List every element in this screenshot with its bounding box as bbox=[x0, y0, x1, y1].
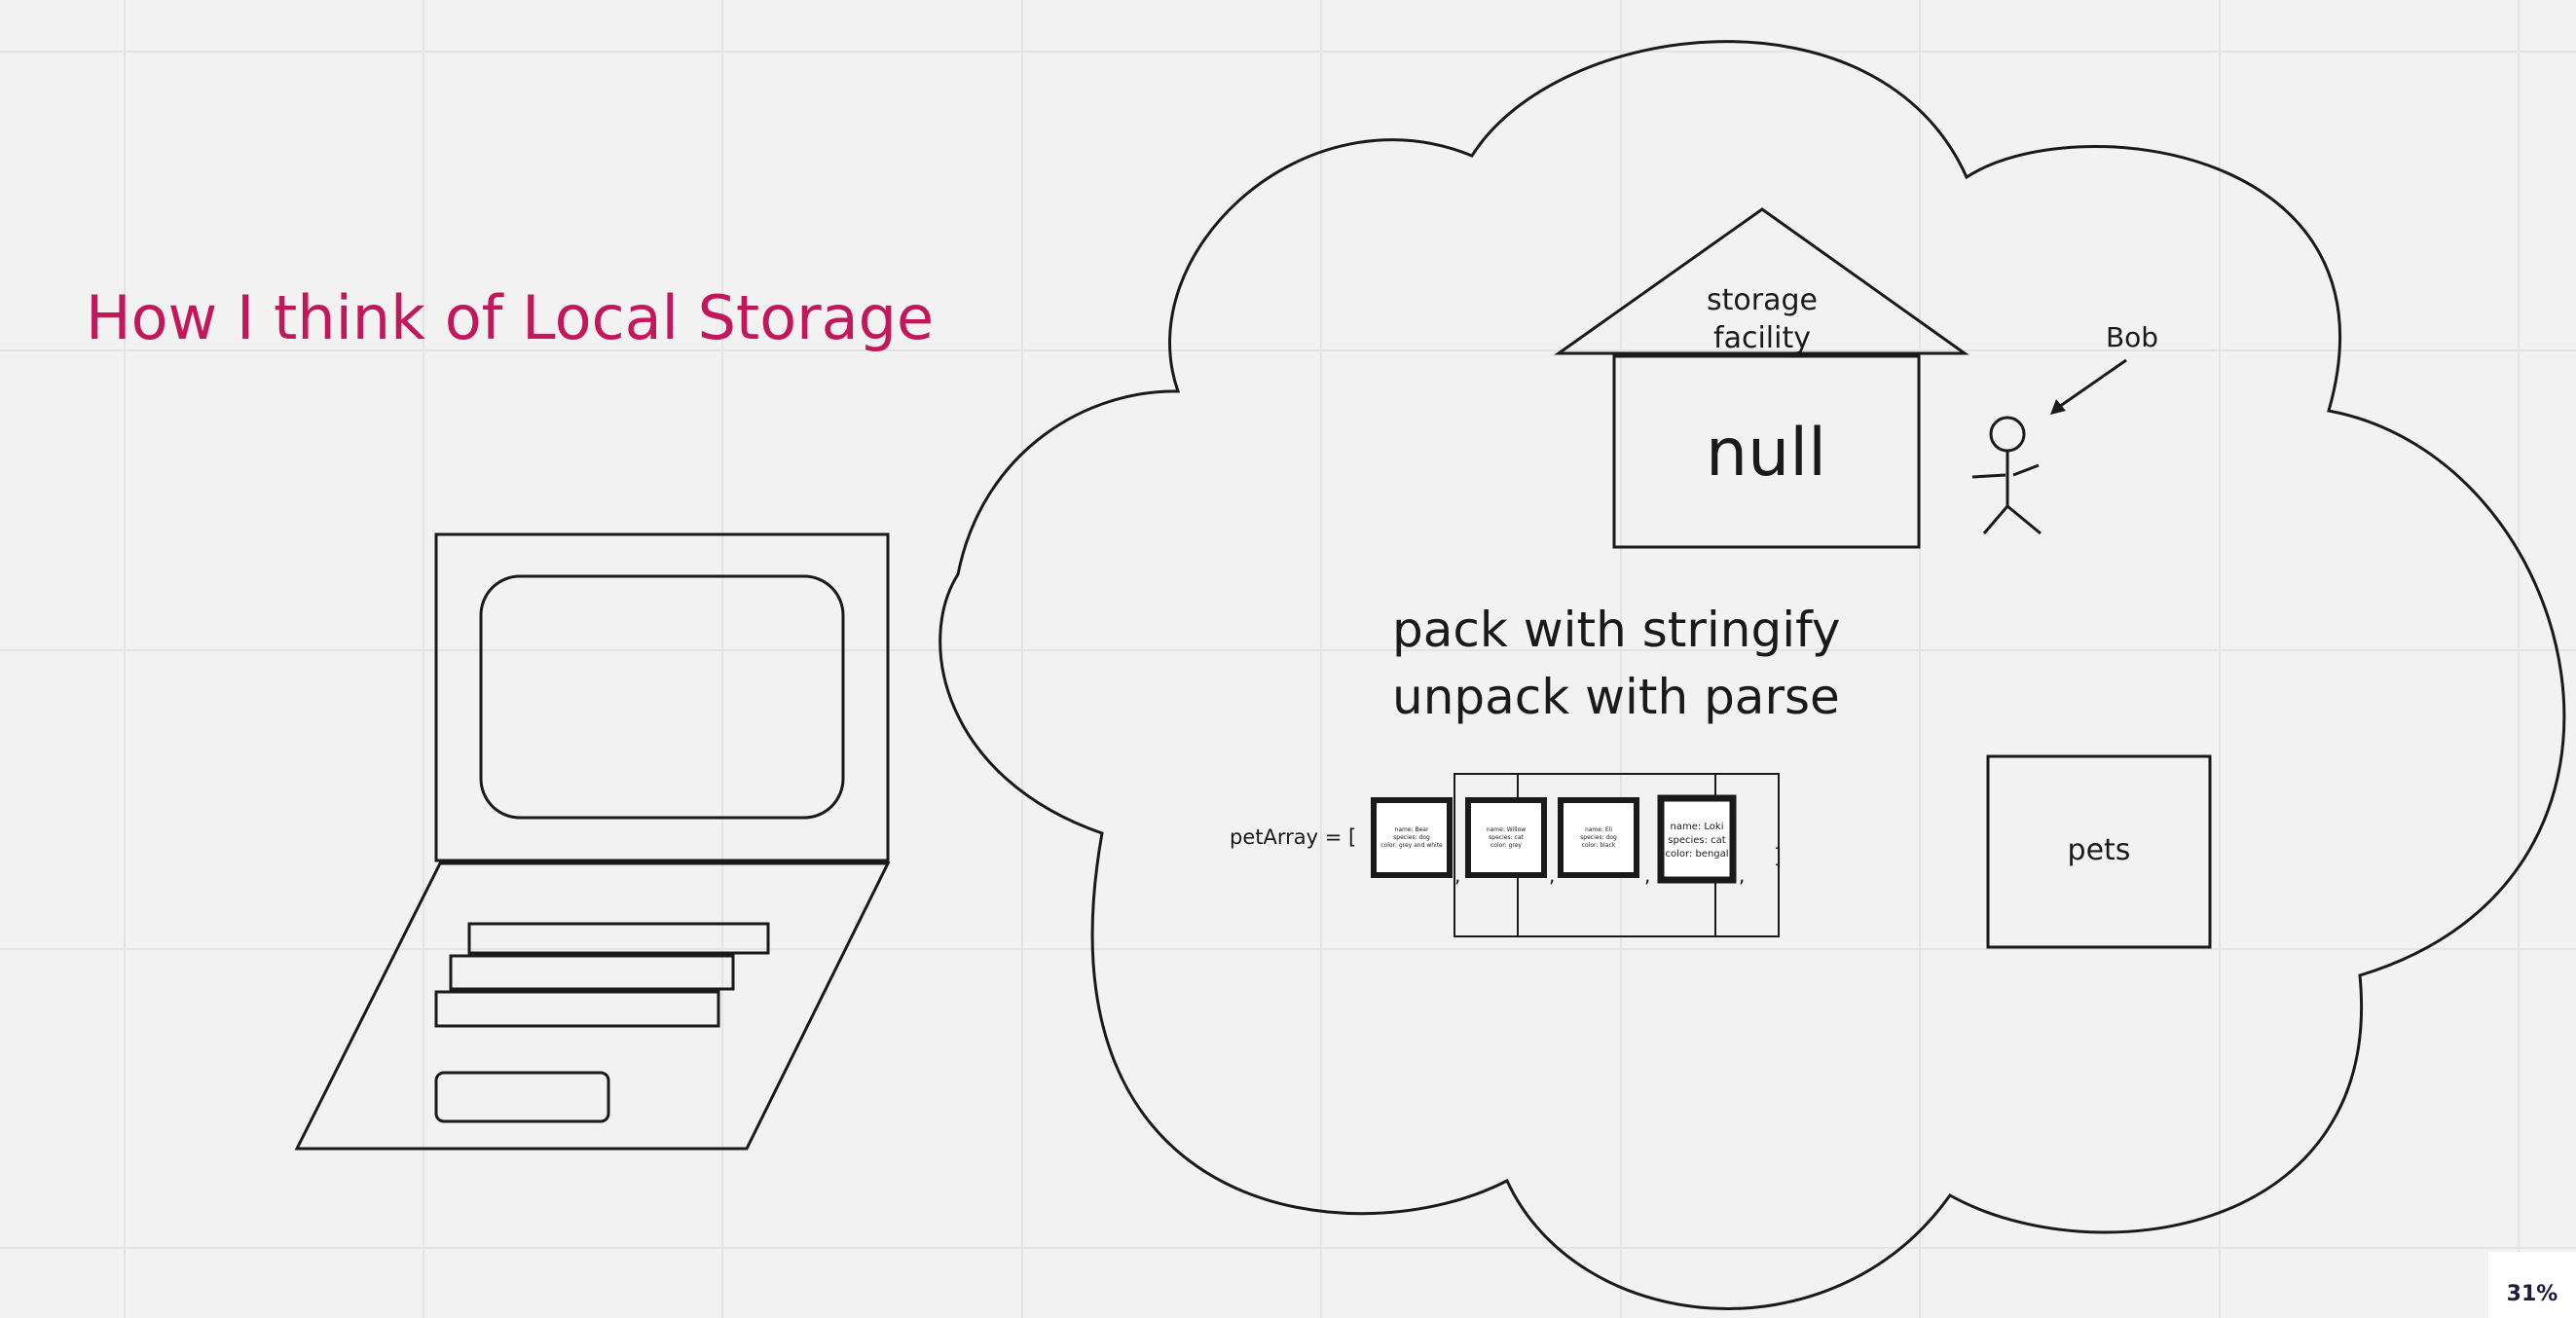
laptop-key-row-1 bbox=[467, 922, 770, 955]
bob-label: Bob bbox=[2106, 321, 2158, 353]
laptop-screen bbox=[479, 574, 845, 820]
house-content-text: null bbox=[1706, 415, 1826, 492]
svg-text:color: grey: color: grey bbox=[1490, 842, 1522, 849]
array-separator: , bbox=[1454, 863, 1460, 887]
pet-object-card[interactable]: name: Bear species: dog color: grey and … bbox=[1371, 797, 1453, 878]
svg-text:species: dog: species: dog bbox=[1580, 834, 1617, 841]
figure-head bbox=[1989, 416, 2026, 453]
note-line-parse[interactable]: unpack with parse bbox=[1392, 669, 1840, 725]
note-line-stringify[interactable]: pack with stringify bbox=[1392, 602, 1840, 658]
array-separator: , bbox=[1549, 863, 1555, 887]
svg-text:species: cat: species: cat bbox=[1668, 835, 1726, 846]
svg-text:name: Willow: name: Willow bbox=[1487, 826, 1526, 833]
pet-object-card[interactable]: name: Willow species: cat color: grey bbox=[1465, 797, 1547, 878]
bob-arrow[interactable] bbox=[2050, 358, 2127, 415]
pet-array-suffix: ] bbox=[1774, 844, 1782, 867]
svg-text:color: black: color: black bbox=[1582, 842, 1616, 849]
house-label-line1: storage bbox=[1707, 283, 1818, 317]
page-title[interactable]: How I think of Local Storage bbox=[86, 282, 935, 353]
laptop-key-row-3 bbox=[434, 990, 720, 1028]
pet-object-card[interactable]: name: Eli species: dog color: black bbox=[1558, 797, 1639, 878]
laptop-trackpad bbox=[434, 1071, 610, 1123]
house-roof bbox=[1554, 207, 1969, 355]
svg-text:color: grey and white: color: grey and white bbox=[1380, 842, 1443, 849]
pets-key-label: pets bbox=[2068, 833, 2131, 867]
pet-array-outline-frame bbox=[1454, 773, 1780, 937]
house-label-line2: facility bbox=[1713, 321, 1811, 355]
arrow-head-icon bbox=[2050, 399, 2066, 415]
laptop-base bbox=[294, 861, 891, 1151]
svg-text:species: cat: species: cat bbox=[1489, 834, 1524, 841]
array-separator: , bbox=[1644, 863, 1650, 887]
svg-text:name: Eli: name: Eli bbox=[1585, 826, 1612, 833]
pet-array[interactable]: petArray = [ name: Bear species: dog col… bbox=[1230, 773, 1782, 937]
pet-array-prefix: petArray = [ bbox=[1230, 825, 1356, 849]
zoom-level-indicator[interactable]: 31% bbox=[2488, 1252, 2576, 1318]
laptop-screen-frame bbox=[434, 532, 890, 862]
svg-text:name: Bear: name: Bear bbox=[1395, 826, 1429, 833]
laptop-drawing[interactable] bbox=[294, 532, 891, 1151]
house-body bbox=[1612, 354, 1921, 549]
pet-object-card[interactable]: name: Loki species: cat color: bengal bbox=[1657, 794, 1737, 884]
cloud-shape[interactable] bbox=[938, 40, 2566, 1310]
array-separator: , bbox=[1739, 863, 1745, 887]
svg-text:name: Loki: name: Loki bbox=[1671, 822, 1724, 832]
laptop-key-row-2 bbox=[449, 954, 735, 991]
pets-key-box[interactable]: pets bbox=[1986, 754, 2212, 949]
stick-figure-bob[interactable] bbox=[1971, 416, 2042, 535]
svg-text:color: bengal: color: bengal bbox=[1665, 849, 1728, 860]
storage-facility-house[interactable]: storage facility null bbox=[1554, 207, 1969, 549]
svg-text:species: dog: species: dog bbox=[1393, 834, 1430, 841]
